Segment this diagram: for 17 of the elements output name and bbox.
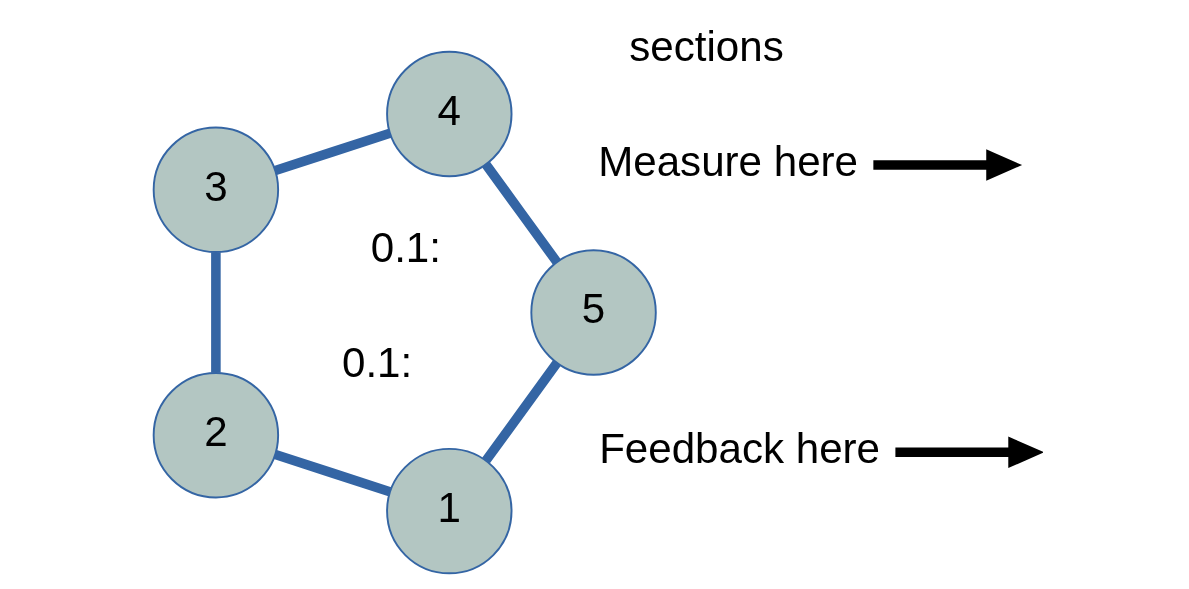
- arrow: [873, 149, 1023, 181]
- connector: [273, 449, 392, 497]
- connector: [211, 252, 221, 373]
- label: 0.1:: [370, 223, 441, 271]
- label: sections: [629, 22, 784, 70]
- node-circle: 4: [386, 50, 513, 178]
- connector: [273, 128, 392, 176]
- node-circle: 2: [152, 372, 280, 499]
- connector: [482, 161, 561, 265]
- node-text: Measure here: [598, 137, 859, 185]
- arrow: [895, 436, 1043, 468]
- node-circle: 3: [152, 126, 280, 253]
- node-circle: 1: [386, 447, 513, 575]
- label: 0.1:: [342, 338, 413, 386]
- node-circle: 5: [530, 249, 657, 376]
- node-text: Feedback here: [599, 425, 881, 473]
- connector: [482, 360, 561, 464]
